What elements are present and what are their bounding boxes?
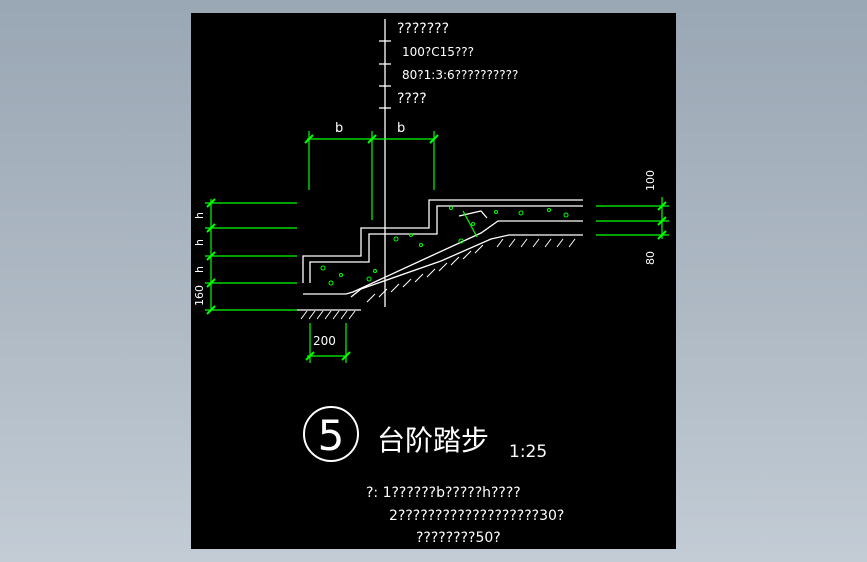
note-line-3: ????????50? (416, 530, 501, 546)
detail-scale: 1:25 (509, 442, 547, 462)
dim-100: 100 (644, 170, 657, 191)
note-line-1: ?: 1??????b?????h???? (366, 485, 521, 501)
detail-number-circle (303, 406, 359, 462)
detail-title: 台阶踏步 (377, 424, 489, 457)
note-line-2: 2???????????????????30? (389, 508, 564, 524)
dimension-lines (205, 131, 669, 363)
dim-b-left: b (335, 121, 343, 136)
slab-bottom (303, 220, 583, 295)
step-surface-outer (302, 199, 583, 283)
dim-80: 80 (644, 251, 657, 265)
step-surface-inner (309, 205, 583, 283)
dim-h-3: h (193, 266, 206, 273)
detail-number: 5 (318, 411, 345, 460)
dim-b-right: b (397, 121, 405, 136)
dim-h-2: h (193, 239, 206, 246)
concrete-aggregate (320, 206, 569, 286)
step-section-drawing: ??????? 100?C15??? 80?1:3:6?????????? ??… (193, 19, 669, 546)
dimension-ticks (206, 134, 667, 361)
joint-detail (458, 210, 488, 219)
soil-hatch (300, 238, 576, 320)
callout-3: 80?1:3:6?????????? (402, 68, 518, 82)
step-outline (297, 19, 583, 311)
callout-2: 100?C15??? (402, 45, 474, 59)
dim-160: 160 (193, 285, 206, 306)
callout-4: ???? (397, 91, 427, 107)
dim-200: 200 (313, 334, 336, 348)
callout-1: ??????? (397, 21, 449, 37)
screed-bottom (350, 234, 583, 298)
drawing-canvas: ??????? 100?C15??? 80?1:3:6?????????? ??… (191, 13, 676, 549)
dim-h-1: h (193, 212, 206, 219)
